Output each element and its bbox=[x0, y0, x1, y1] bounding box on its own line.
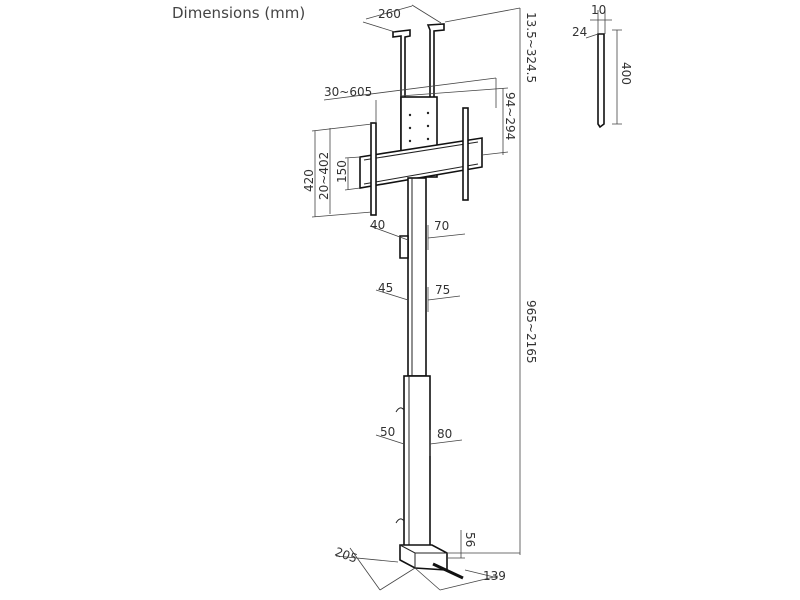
dimension-lines bbox=[311, 7, 521, 591]
dim-total-height: 965~2165 bbox=[524, 300, 538, 364]
dim-base-height: 56 bbox=[463, 532, 477, 547]
dim-mid-width: 75 bbox=[435, 283, 450, 297]
dim-frame-height: 150 bbox=[335, 160, 349, 183]
tv-bracket bbox=[359, 107, 483, 216]
dim-side-height: 400 bbox=[619, 62, 633, 85]
base bbox=[399, 544, 464, 580]
dim-ceiling-width: 260 bbox=[378, 7, 401, 21]
dim-vesa-offset: 94~294 bbox=[503, 92, 517, 140]
dim-lower-width: 80 bbox=[437, 427, 452, 441]
dim-ceiling-drop: 13.5~324.5 bbox=[524, 12, 538, 83]
dim-side-thickness: 10 bbox=[591, 3, 606, 17]
dim-base-width: 139 bbox=[483, 569, 506, 583]
dim-upper-depth: 40 bbox=[370, 218, 385, 232]
dim-vesa-vertical: 20~402 bbox=[317, 152, 331, 200]
dim-base-depth: 205 bbox=[333, 545, 359, 566]
dim-lower-depth: 50 bbox=[380, 425, 395, 439]
dim-vesa-horizontal: 30~605 bbox=[324, 85, 372, 99]
dim-arm-height: 420 bbox=[302, 169, 316, 192]
pole bbox=[395, 177, 431, 547]
dim-upper-width: 70 bbox=[434, 219, 449, 233]
dim-side-depth: 24 bbox=[572, 25, 587, 39]
side-bracket bbox=[585, 10, 622, 129]
drawing-title: Dimensions (mm) bbox=[172, 4, 305, 22]
dim-mid-depth: 45 bbox=[378, 281, 393, 295]
